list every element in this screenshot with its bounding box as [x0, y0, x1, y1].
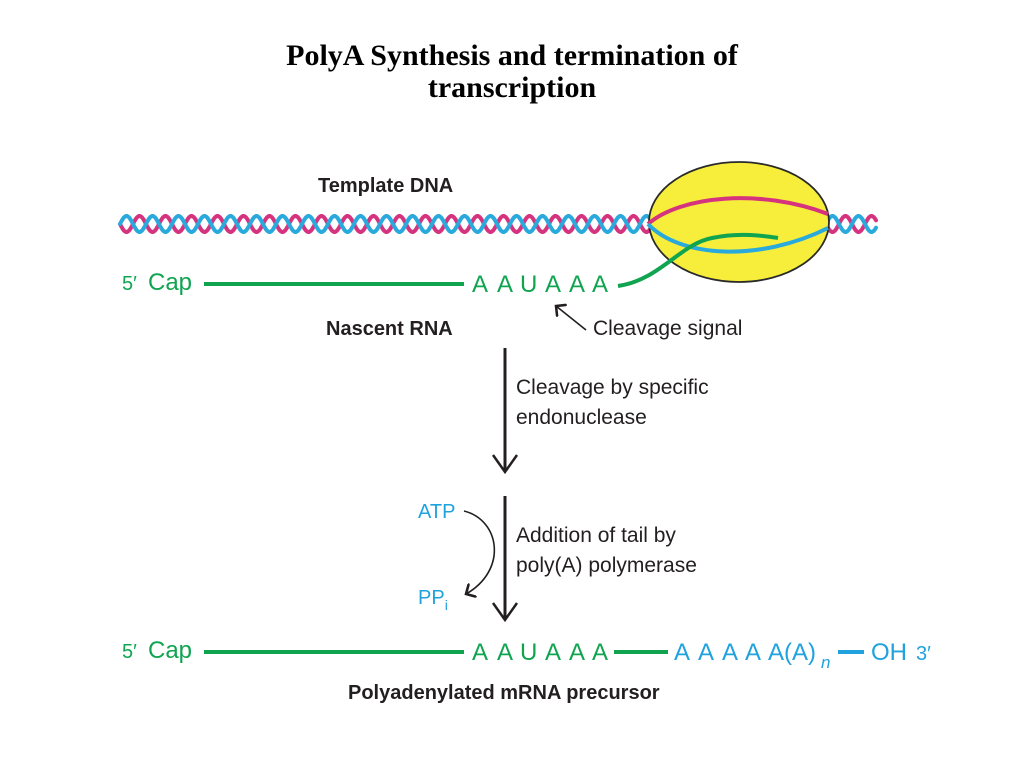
- tail-base: A: [722, 639, 738, 666]
- top-base: A: [592, 271, 608, 298]
- tail-base-repeat: A(A): [768, 639, 816, 666]
- slide-title: PolyA Synthesis and termination of trans…: [0, 40, 1024, 104]
- top-sequence: A A U A A A: [472, 271, 608, 298]
- bottom-sequence: A A U A A A: [472, 639, 608, 666]
- rna-polymerase: [648, 161, 830, 283]
- top-base: A: [569, 271, 585, 298]
- nascent-rna-label: Nascent RNA: [326, 318, 453, 340]
- step1-text-line2: endonuclease: [516, 406, 647, 429]
- tail-base: A: [698, 639, 714, 666]
- step1-text-line1: Cleavage by specific: [516, 376, 709, 399]
- step2-text-line1: Addition of tail by: [516, 524, 676, 547]
- top-base: A: [545, 271, 561, 298]
- title-line-2: transcription: [427, 71, 597, 104]
- template-dna-label: Template DNA: [318, 175, 453, 197]
- product-label: Polyadenylated mRNA precursor: [348, 682, 660, 704]
- ppi-label: PPi: [418, 587, 448, 613]
- bottom-base: A: [472, 639, 488, 666]
- atp-label: ATP: [418, 501, 455, 523]
- cleavage-signal-label: Cleavage signal: [593, 317, 742, 340]
- dna-strand-pink-in-polymerase: [646, 196, 829, 226]
- bottom-three-prime: 3′: [916, 643, 931, 665]
- top-cap-label: Cap: [148, 269, 192, 296]
- dna-helix: [118, 214, 878, 234]
- atp-ppi-curved-arrow: [463, 510, 496, 594]
- step2-text-line2: poly(A) polymerase: [516, 554, 697, 577]
- dna-strand-blue: [118, 214, 878, 234]
- dna-strand-blue-in-polymerase: [646, 222, 829, 254]
- ppi-main: PP: [418, 587, 445, 609]
- bottom-base: A: [569, 639, 585, 666]
- step2-arrowhead: [491, 602, 519, 623]
- tail-base: A: [745, 639, 761, 666]
- ppi-subscript: i: [445, 597, 448, 613]
- top-base: A: [497, 271, 513, 298]
- oh-label: OH: [871, 639, 907, 666]
- top-base: U: [520, 271, 537, 298]
- step1-arrowhead: [491, 454, 519, 475]
- bottom-base: A: [545, 639, 561, 666]
- bottom-base: A: [592, 639, 608, 666]
- polya-tail: A A A A A(A) n: [674, 639, 830, 672]
- tail-base: A: [674, 639, 690, 666]
- cleavage-signal-arrow: [556, 306, 587, 331]
- bottom-base: U: [520, 639, 537, 666]
- nascent-rna-exit: [617, 232, 779, 288]
- title-line-1: PolyA Synthesis and termination of: [286, 39, 738, 72]
- bottom-cap-label: Cap: [148, 637, 192, 664]
- top-five-prime: 5′: [122, 273, 137, 295]
- top-base: A: [472, 271, 488, 298]
- bottom-five-prime: 5′: [122, 641, 137, 663]
- bottom-base: A: [497, 639, 513, 666]
- tail-subscript-n: n: [821, 653, 830, 672]
